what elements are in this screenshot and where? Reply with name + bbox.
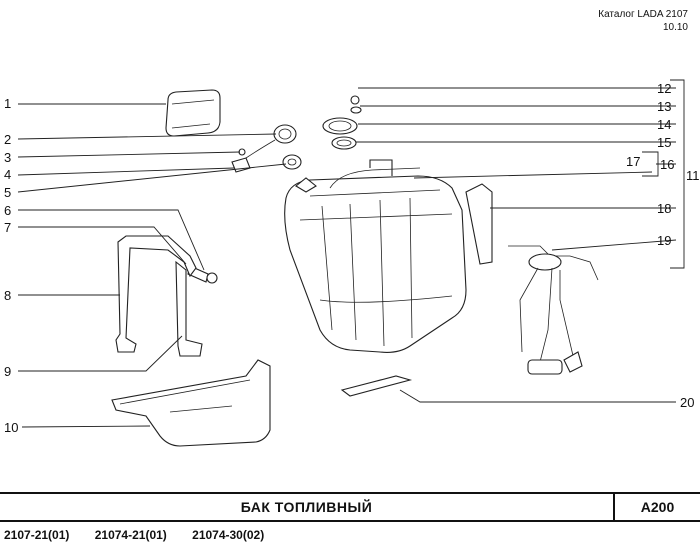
callout-5: 5 [4,185,11,200]
leader-lines [17,79,685,428]
callout-1: 1 [4,96,11,111]
model-code: 21074-21(01) [94,528,167,542]
model-list: 2107-21(01) 21074-21(01) 21074-30(02) [4,528,286,542]
title-bar: БАК ТОПЛИВНЫЙ A200 [0,492,700,522]
catalog-name: Каталог LADA 2107 [598,9,688,20]
callout-8: 8 [4,288,11,303]
callout-4: 4 [4,167,11,182]
callout-16: 16 [660,157,674,172]
part-cover [165,89,221,137]
model-code: 2107-21(01) [4,528,70,542]
part-level-sensor [508,245,599,375]
part-strap [115,235,203,357]
part-neck [282,154,302,170]
part-filler-cap [245,124,297,159]
catalog-header: Каталог LADA 2107 10.10 [598,8,688,34]
model-code: 21074-30(02) [192,528,265,542]
callout-7: 7 [4,220,11,235]
part-fuel-tank [284,159,467,353]
callout-15: 15 [657,135,671,150]
callout-12: 12 [657,81,671,96]
part-pad [340,375,413,397]
part-washer [350,106,362,114]
part-gasket [331,136,357,150]
callout-18: 18 [657,201,671,216]
part-shield [111,359,271,447]
part-nut [350,95,360,105]
callout-numbers: 1 2 3 4 5 6 7 8 9 10 11 12 13 14 15 16 1… [4,81,700,435]
part-seal [465,183,493,265]
callout-3: 3 [4,150,11,165]
callout-11: 11 [686,168,700,183]
callout-14: 14 [657,117,671,132]
part-ring [322,117,358,135]
callout-10: 10 [4,420,18,435]
callout-2: 2 [4,132,11,147]
catalog-date: 10.10 [662,22,688,33]
callout-9: 9 [4,364,11,379]
parts-diagram: 1 2 3 4 5 6 7 8 9 10 11 12 13 14 15 16 1… [4,79,700,447]
callout-6: 6 [4,203,11,218]
part-clip [231,157,251,173]
callout-19: 19 [657,233,671,248]
page-code: A200 [640,499,675,515]
part-hose [329,167,421,189]
page-title: БАК ТОПЛИВНЫЙ [0,494,615,520]
callout-17: 17 [626,154,640,169]
callout-20: 20 [680,395,694,410]
callout-13: 13 [657,99,671,114]
